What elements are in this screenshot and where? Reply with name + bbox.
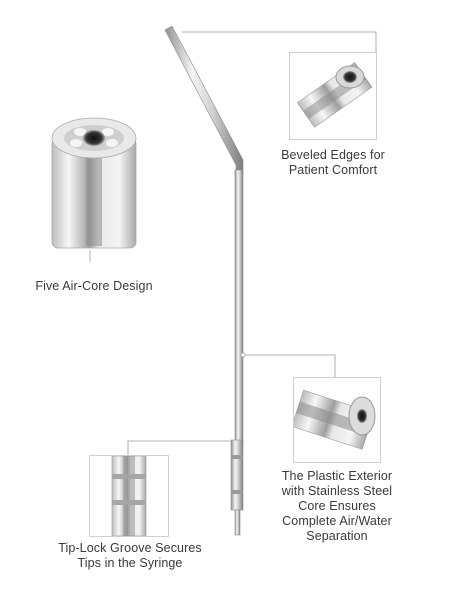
leader-lines <box>89 31 377 455</box>
beveled-edges-detail-image <box>289 52 377 140</box>
leader-line-plastic <box>243 354 336 377</box>
syringe-tip-icon <box>164 25 246 536</box>
caption-five-air-core: Five Air-Core Design <box>35 279 153 293</box>
caption-tip-lock: Tip-Lock Groove Secures Tips in the Syri… <box>58 541 202 570</box>
caption-beveled-edges: Beveled Edges for Patient Comfort <box>281 148 385 177</box>
leader-line-tiplock <box>127 440 230 455</box>
plastic-exterior-detail-image <box>293 377 381 463</box>
caption-plastic-exterior: The Plastic Exterior with Stainless Stee… <box>281 469 393 543</box>
tip-lock-groove-detail-image <box>89 455 169 537</box>
five-air-core-detail-image <box>46 116 142 256</box>
leader-line-beveled <box>182 31 377 52</box>
